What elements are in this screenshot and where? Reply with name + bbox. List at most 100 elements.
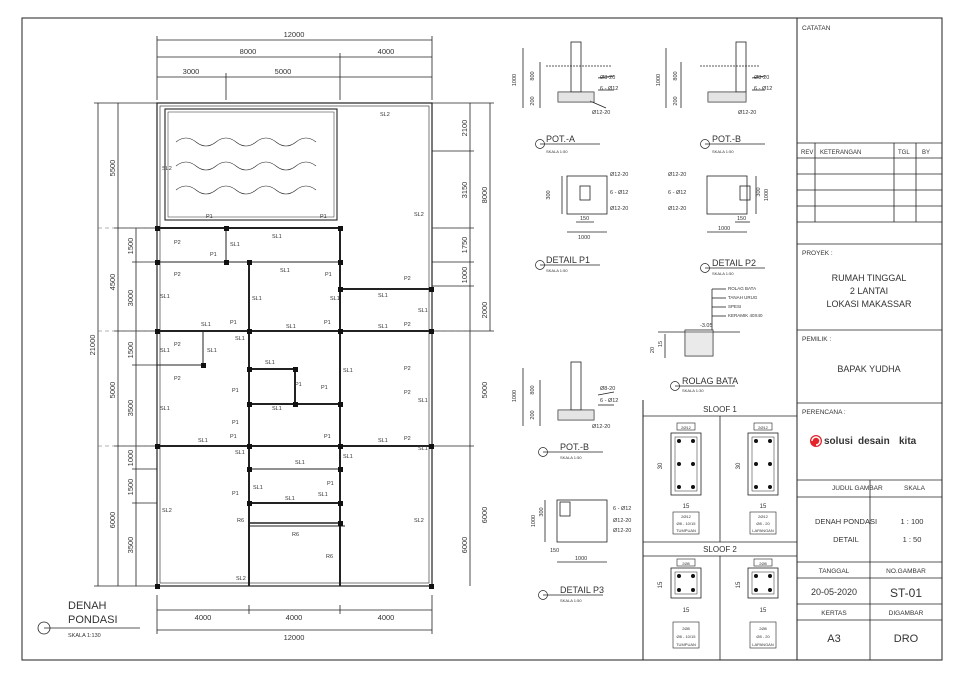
sloof-rebars: [677, 439, 772, 592]
brand-logo: solusi desain kita: [810, 435, 917, 447]
sloof2-tag2: Ø8 - 10/15: [677, 634, 697, 639]
plan-columns: [155, 226, 434, 589]
dim-right-d: 1000: [460, 267, 469, 284]
detail-p3-dim4: 1000: [575, 556, 587, 562]
label-sl1: SL1: [280, 268, 290, 274]
plan-title-line2: PONDASI: [68, 614, 118, 626]
dim-left-f: 3000: [126, 290, 135, 307]
rolag-note2: TANAH URUG: [728, 295, 758, 300]
label-sl1: SL1: [160, 406, 170, 412]
pemilik-label: PEMILIK :: [802, 336, 831, 343]
label-sl1: SL1: [286, 324, 296, 330]
label-sl1: SL1: [265, 360, 275, 366]
sloof2-height: 15: [658, 581, 664, 588]
label-sl1: SL1: [230, 242, 240, 248]
rolag-note1: ROLAG BATA: [728, 286, 756, 291]
pot-b2-rebar3: Ø12-20: [592, 424, 610, 430]
sloof1-height: 30: [736, 462, 742, 469]
sloof1-title: SLOOF 1: [703, 405, 737, 414]
label-sl1: SL1: [330, 296, 340, 302]
plan-title-line1: DENAH: [68, 600, 107, 612]
sloof1-top-tag: 2Ø12: [758, 425, 769, 430]
sloof2-tag5: Ø8 - 20: [756, 634, 770, 639]
label-sl2: SL2: [414, 212, 424, 218]
sloof2-top-tag: 2Ø8: [759, 561, 767, 566]
label-p1: P1: [230, 434, 237, 440]
label-sl1: SL1: [201, 322, 211, 328]
detail-p2-rebar3: Ø12-20: [668, 206, 686, 212]
no-gambar-label: NO.GAMBAR: [886, 568, 926, 575]
brand-text-b: desain: [858, 436, 890, 447]
detail-p3-rebar3: Ø12-20: [613, 528, 631, 534]
label-sl1: SL1: [418, 446, 428, 452]
tanggal-label: TANGGAL: [819, 568, 850, 575]
pot-a-dim1: 1000: [512, 74, 518, 86]
dim-left-d: 6000: [108, 512, 117, 529]
digambar-label: DIGAMBAR: [889, 610, 924, 617]
label-p2: P2: [174, 342, 181, 348]
label-sl2: SL2: [236, 576, 246, 582]
label-sl2: SL2: [162, 508, 172, 514]
detail-markers: [535, 139, 765, 600]
dim-left-overall: 21000: [88, 335, 97, 356]
label-p2: P2: [174, 376, 181, 382]
dim-right-h: 8000: [480, 187, 489, 204]
label-sl2: SL2: [162, 166, 172, 172]
detail-p2-dim3: 150: [737, 216, 746, 222]
brand-text-a: solusi: [824, 436, 853, 447]
label-sl1: SL1: [378, 438, 388, 444]
pot-b-dim3: 200: [673, 96, 679, 105]
dim-top-b: 4000: [378, 47, 395, 56]
rolag-dim2: 15: [658, 341, 664, 347]
skala-label: SKALA: [904, 485, 926, 492]
plan-scale: SKALA 1:130: [68, 633, 101, 639]
dim-left-h: 3500: [126, 400, 135, 417]
rev-header-by: BY: [922, 150, 930, 156]
sloof2-height: 15: [736, 581, 742, 588]
sloof1-tag3: TUMPUAN: [676, 528, 696, 533]
detail-p3-dim2: 300: [539, 507, 545, 516]
sloof2-tag4: 2Ø8: [759, 626, 767, 631]
pot-b2-rebar2: 6 - Ø12: [600, 398, 618, 404]
label-sl1: SL1: [418, 308, 428, 314]
detail-p1-dim2: 150: [580, 216, 589, 222]
label-p1: P1: [320, 214, 327, 220]
pot-b2-dim3: 200: [530, 410, 536, 419]
sloof2-tag1: 2Ø8: [682, 626, 690, 631]
rolag-note4: KERAMIK 40X40: [728, 313, 763, 318]
pot-a-title: POT.-A: [546, 134, 575, 144]
pemilik-name: BAPAK YUDHA: [837, 364, 900, 374]
dim-bottom-a: 4000: [195, 613, 212, 622]
pot-b-scale: SKALA 1:50: [712, 149, 734, 154]
label-p2: P2: [174, 240, 181, 246]
label-p1: P1: [324, 320, 331, 326]
dim-right-f: 5000: [480, 382, 489, 399]
pot-a-dim2: 800: [530, 71, 536, 80]
label-sl1: SL1: [198, 438, 208, 444]
pot-b-dim1: 1000: [656, 74, 662, 86]
proyek-line1: RUMAH TINGGAL: [832, 273, 907, 283]
section-details: [522, 41, 766, 563]
dim-right-e: 2000: [480, 302, 489, 319]
tanggal-value: 20-05-2020: [811, 587, 857, 597]
pot-a-rebar1: Ø8-20: [600, 75, 615, 81]
label-p2: P2: [404, 366, 411, 372]
sloof1-tag6: LAPANGAN: [752, 528, 774, 533]
skala-2: 1 : 50: [903, 535, 922, 544]
rev-header-rev: REV: [801, 150, 813, 156]
label-sl2: SL2: [414, 518, 424, 524]
sloof1-height: 30: [658, 462, 664, 469]
catatan-label: CATATAN: [802, 25, 831, 32]
kertas-value: A3: [827, 633, 840, 645]
detail-p1-rebar1: Ø12-20: [610, 172, 628, 178]
pot-a-rebar3: Ø12-20: [592, 110, 610, 116]
label-p1: P1: [232, 420, 239, 426]
label-sl1: SL1: [253, 485, 263, 491]
pot-b2-rebar1: Ø8-20: [600, 386, 615, 392]
rolag-level: -3.05: [700, 323, 713, 329]
kertas-label: KERTAS: [821, 610, 847, 617]
sloof2-top-tag: 2Ø8: [682, 561, 690, 566]
detail-p3-dim1: 1000: [531, 515, 537, 527]
detail-p3-rebar1: 6 - Ø12: [613, 506, 631, 512]
